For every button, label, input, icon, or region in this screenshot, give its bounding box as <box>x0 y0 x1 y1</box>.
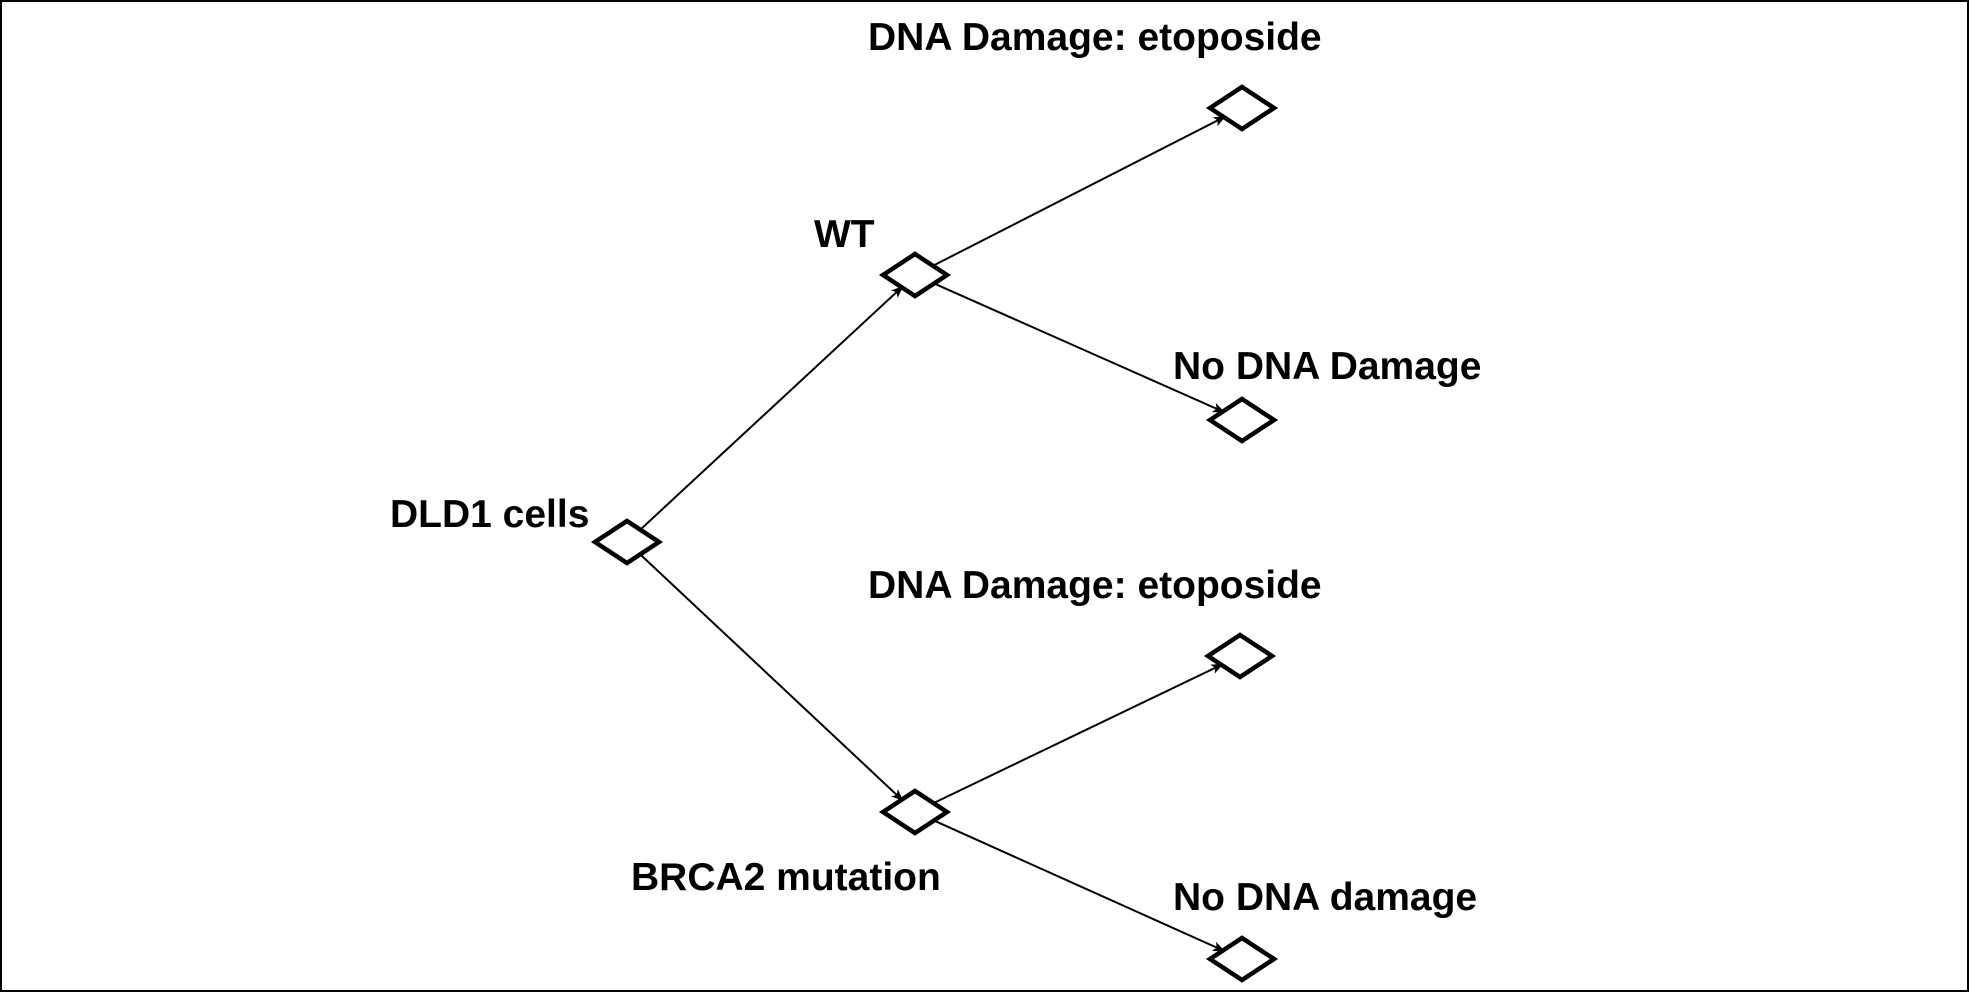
node-label-wt-no-damage: No DNA Damage <box>1173 345 1482 388</box>
node-label-brca2-etoposide: DNA Damage: etoposide <box>868 564 1322 607</box>
node-label-brca2-no-damage: No DNA damage <box>1173 876 1478 919</box>
edge-wt-to-wt-no-damage <box>925 278 1225 413</box>
node-diamond-brca2-no-damage <box>1205 935 1279 983</box>
node-diamond-brca2 <box>878 788 952 836</box>
edge-brca2-to-brca2-etoposide <box>924 663 1224 809</box>
edges-layer <box>633 115 1226 952</box>
edge-root-to-brca2 <box>633 548 904 802</box>
nodes-layer <box>590 84 1279 983</box>
edge-root-to-wt <box>633 285 904 536</box>
node-label-wt: WT <box>814 213 875 256</box>
node-diamond-wt-etoposide <box>1205 84 1279 132</box>
node-label-brca2: BRCA2 mutation <box>631 856 941 899</box>
node-diamond-wt-no-damage <box>1205 396 1279 444</box>
edge-brca2-to-brca2-no-damage <box>924 815 1225 952</box>
node-diamond-wt <box>878 251 952 299</box>
node-label-wt-etoposide: DNA Damage: etoposide <box>868 16 1322 59</box>
node-diamond-root <box>590 518 664 566</box>
node-diamond-brca2-etoposide <box>1203 632 1277 680</box>
edge-wt-to-wt-etoposide <box>924 115 1226 271</box>
node-label-root: DLD1 cells <box>390 493 590 536</box>
